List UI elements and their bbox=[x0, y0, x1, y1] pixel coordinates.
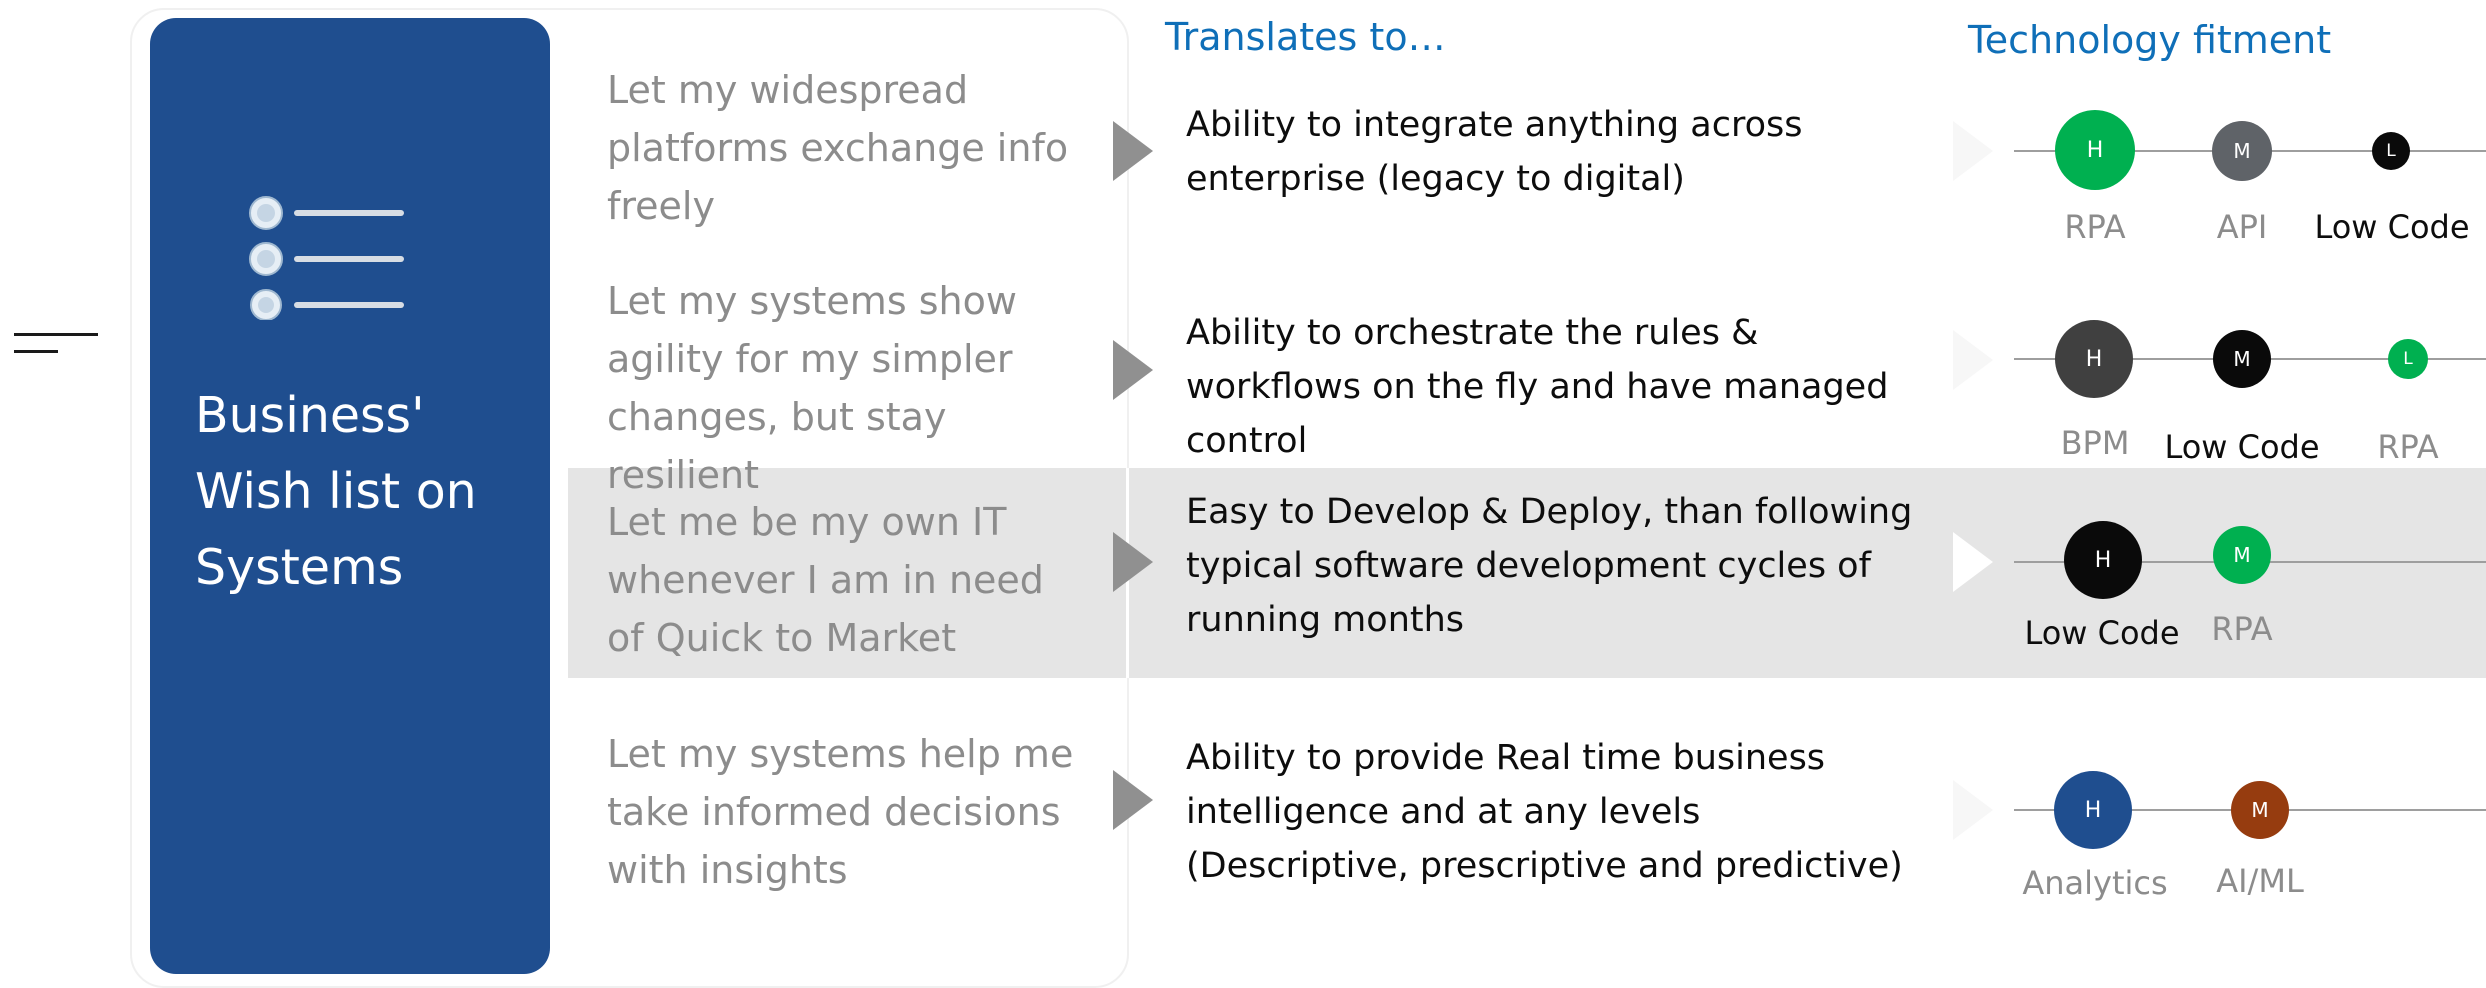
fitment-node-high: H bbox=[2055, 320, 2133, 398]
arrow-icon bbox=[1113, 121, 1153, 181]
fitment-label: Analytics bbox=[2022, 864, 2168, 902]
fitment-node-high: H bbox=[2064, 521, 2142, 599]
wishlist-panel: Business' Wish list on Systems bbox=[150, 18, 550, 974]
arrow-icon bbox=[1113, 532, 1153, 592]
fitment-node-medium: M bbox=[2213, 526, 2271, 584]
dash-mark bbox=[14, 333, 98, 336]
wish-text: Let my widespread platforms exchange inf… bbox=[607, 68, 1069, 228]
panel-title: Business' Wish list on Systems bbox=[195, 387, 477, 596]
fitment-node-high: H bbox=[2055, 110, 2135, 190]
arrow-icon bbox=[1953, 121, 1993, 181]
fitment-label: RPA bbox=[2064, 208, 2126, 246]
translation-text: Easy to Develop & Deploy, than following… bbox=[1186, 492, 1913, 640]
highlighted-row bbox=[568, 468, 2486, 678]
arrow-icon bbox=[1953, 780, 1993, 840]
fitment-node-low: L bbox=[2372, 132, 2410, 170]
list-icon bbox=[249, 196, 404, 320]
fitment-node-high: H bbox=[2054, 771, 2132, 849]
arrow-icon bbox=[1113, 770, 1153, 830]
arrow-icon bbox=[1113, 340, 1153, 400]
fitment-node-low: L bbox=[2388, 339, 2428, 379]
dash-mark bbox=[14, 350, 58, 353]
fitment-label: RPA bbox=[2211, 610, 2273, 648]
fitment-label: Low Code bbox=[2164, 428, 2320, 466]
translation-text: Ability to orchestrate the rules & workf… bbox=[1186, 313, 1889, 461]
translation-text: Ability to provide Real time business in… bbox=[1186, 738, 1903, 886]
fitment-label: AI/ML bbox=[2216, 862, 2304, 900]
wish-text: Let me be my own IT whenever I am in nee… bbox=[607, 500, 1044, 660]
fitment-label: Low Code bbox=[2314, 208, 2470, 246]
fitment-label: BPM bbox=[2060, 424, 2130, 462]
fitment-node-medium: M bbox=[2231, 781, 2289, 839]
fitment-label: API bbox=[2216, 208, 2268, 246]
arrow-icon bbox=[1953, 532, 1993, 592]
translates-header: Translates to… bbox=[1165, 15, 1446, 59]
wish-text: Let my systems show agility for my simpl… bbox=[607, 279, 1017, 497]
fitment-node-medium: M bbox=[2213, 330, 2271, 388]
fitment-label: Low Code bbox=[2024, 614, 2180, 652]
fitment-node-medium: M bbox=[2212, 121, 2272, 181]
fitment-header: Technology fitment bbox=[1968, 18, 2332, 62]
wish-text: Let my systems help me take informed dec… bbox=[607, 732, 1074, 892]
fitment-label: RPA bbox=[2377, 428, 2439, 466]
translation-text: Ability to integrate anything across ent… bbox=[1186, 105, 1803, 199]
arrow-icon bbox=[1953, 330, 1993, 390]
